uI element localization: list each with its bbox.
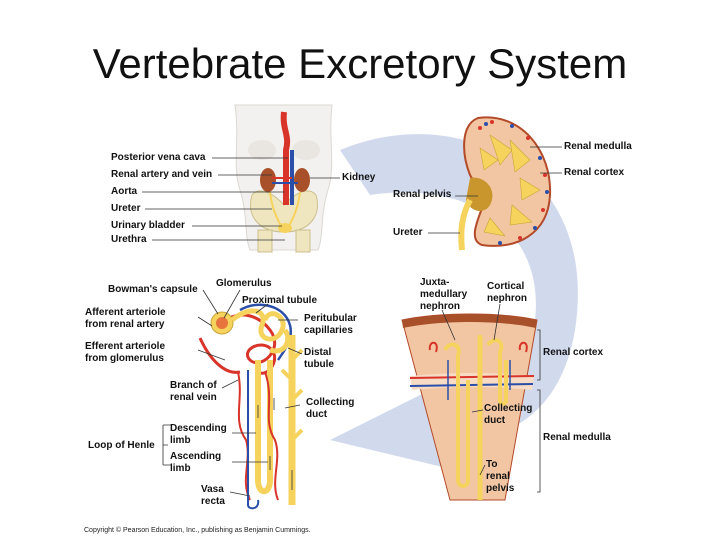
- label-juxta-line3: nephron: [420, 301, 460, 312]
- label-vasa-line1: Vasa: [201, 484, 224, 495]
- label-renal-cortex-bottom: Renal cortex: [543, 347, 604, 358]
- label-afferent-line1: Afferent arteriole: [85, 307, 166, 318]
- label-proximal-tubule: Proximal tubule: [242, 295, 318, 306]
- label-efferent-line1: Efferent arteriole: [85, 341, 166, 352]
- label-efferent-arteriole: Efferent arteriole from glomerulus: [85, 341, 165, 365]
- kidney-left: [260, 168, 276, 192]
- body-figure: [234, 104, 333, 253]
- label-to-renal-pelvis: To renal pelvis: [486, 459, 514, 495]
- label-loop-of-henle: Loop of Henle: [88, 440, 155, 451]
- label-collecting-duct-right: Collecting duct: [484, 403, 532, 427]
- label-peritubular-capillaries: Peritubular capillaries: [304, 313, 357, 337]
- label-renal-pelvis: Renal pelvis: [393, 189, 452, 200]
- label-afferent-line2: from renal artery: [85, 319, 165, 330]
- page-title: Vertebrate Excretory System: [92, 40, 628, 87]
- label-kidney: Kidney: [342, 172, 376, 183]
- kidney-wedge: [401, 313, 538, 501]
- label-aorta: Aorta: [111, 186, 138, 197]
- label-collecting-left-line2: duct: [306, 409, 328, 420]
- label-urinary-bladder: Urinary bladder: [111, 220, 185, 231]
- label-peritubular-line1: Peritubular: [304, 313, 357, 324]
- urinary-bladder: [278, 223, 292, 233]
- label-vasa-line2: recta: [201, 496, 225, 507]
- glomerulus: [216, 317, 228, 329]
- label-efferent-line2: from glomerulus: [85, 353, 164, 364]
- label-ureter-kidney: Ureter: [393, 227, 423, 238]
- kidney-cross-section: [458, 116, 552, 251]
- label-cortical-line2: nephron: [487, 293, 527, 304]
- label-juxtamedullary-nephron: Juxta- medullary nephron: [420, 277, 467, 313]
- label-urethra: Urethra: [111, 234, 147, 245]
- label-to-renal-line2: renal: [486, 471, 510, 482]
- label-ascending-line1: Ascending: [170, 451, 222, 462]
- label-juxta-line1: Juxta-: [420, 277, 450, 288]
- label-bowmans-capsule: Bowman's capsule: [108, 284, 198, 295]
- label-to-renal-line3: pelvis: [486, 483, 515, 494]
- label-collecting-left-line1: Collecting: [306, 397, 355, 408]
- label-descending-limb: Descending limb: [170, 423, 227, 447]
- label-cortical-line1: Cortical: [487, 281, 525, 292]
- label-descending-line2: limb: [170, 435, 191, 446]
- label-renal-medulla-bottom: Renal medulla: [543, 432, 611, 443]
- label-branch-line2: renal vein: [170, 392, 217, 403]
- label-branch-renal-vein: Branch of renal vein: [170, 380, 217, 404]
- label-distal-line1: Distal: [304, 347, 332, 358]
- label-renal-medulla-top: Renal medulla: [564, 141, 632, 152]
- label-cortical-nephron: Cortical nephron: [487, 281, 527, 305]
- label-posterior-vena-cava: Posterior vena cava: [111, 152, 206, 163]
- kidney-right: [294, 168, 310, 192]
- label-ascending-line2: limb: [170, 463, 191, 474]
- label-ureter-body: Ureter: [111, 203, 141, 214]
- nephron-detail: [198, 303, 304, 510]
- label-collecting-duct-left: Collecting duct: [306, 397, 354, 421]
- label-glomerulus: Glomerulus: [216, 278, 272, 289]
- label-afferent-arteriole: Afferent arteriole from renal artery: [85, 307, 166, 331]
- label-juxta-line2: medullary: [420, 289, 468, 300]
- label-distal-line2: tubule: [304, 359, 334, 370]
- label-branch-line1: Branch of: [170, 380, 217, 391]
- label-vasa-recta: Vasa recta: [201, 484, 225, 508]
- label-ascending-limb: Ascending limb: [170, 451, 221, 475]
- copyright-notice: Copyright © Pearson Education, Inc., pub…: [84, 527, 311, 534]
- label-distal-tubule: Distal tubule: [304, 347, 334, 371]
- label-peritubular-line2: capillaries: [304, 325, 353, 336]
- label-descending-line1: Descending: [170, 423, 227, 434]
- label-collecting-right-line2: duct: [484, 415, 506, 426]
- label-collecting-right-line1: Collecting: [484, 403, 533, 414]
- label-renal-artery-vein: Renal artery and vein: [111, 169, 213, 180]
- label-renal-cortex-top: Renal cortex: [564, 167, 625, 178]
- label-to-renal-line1: To: [486, 459, 498, 470]
